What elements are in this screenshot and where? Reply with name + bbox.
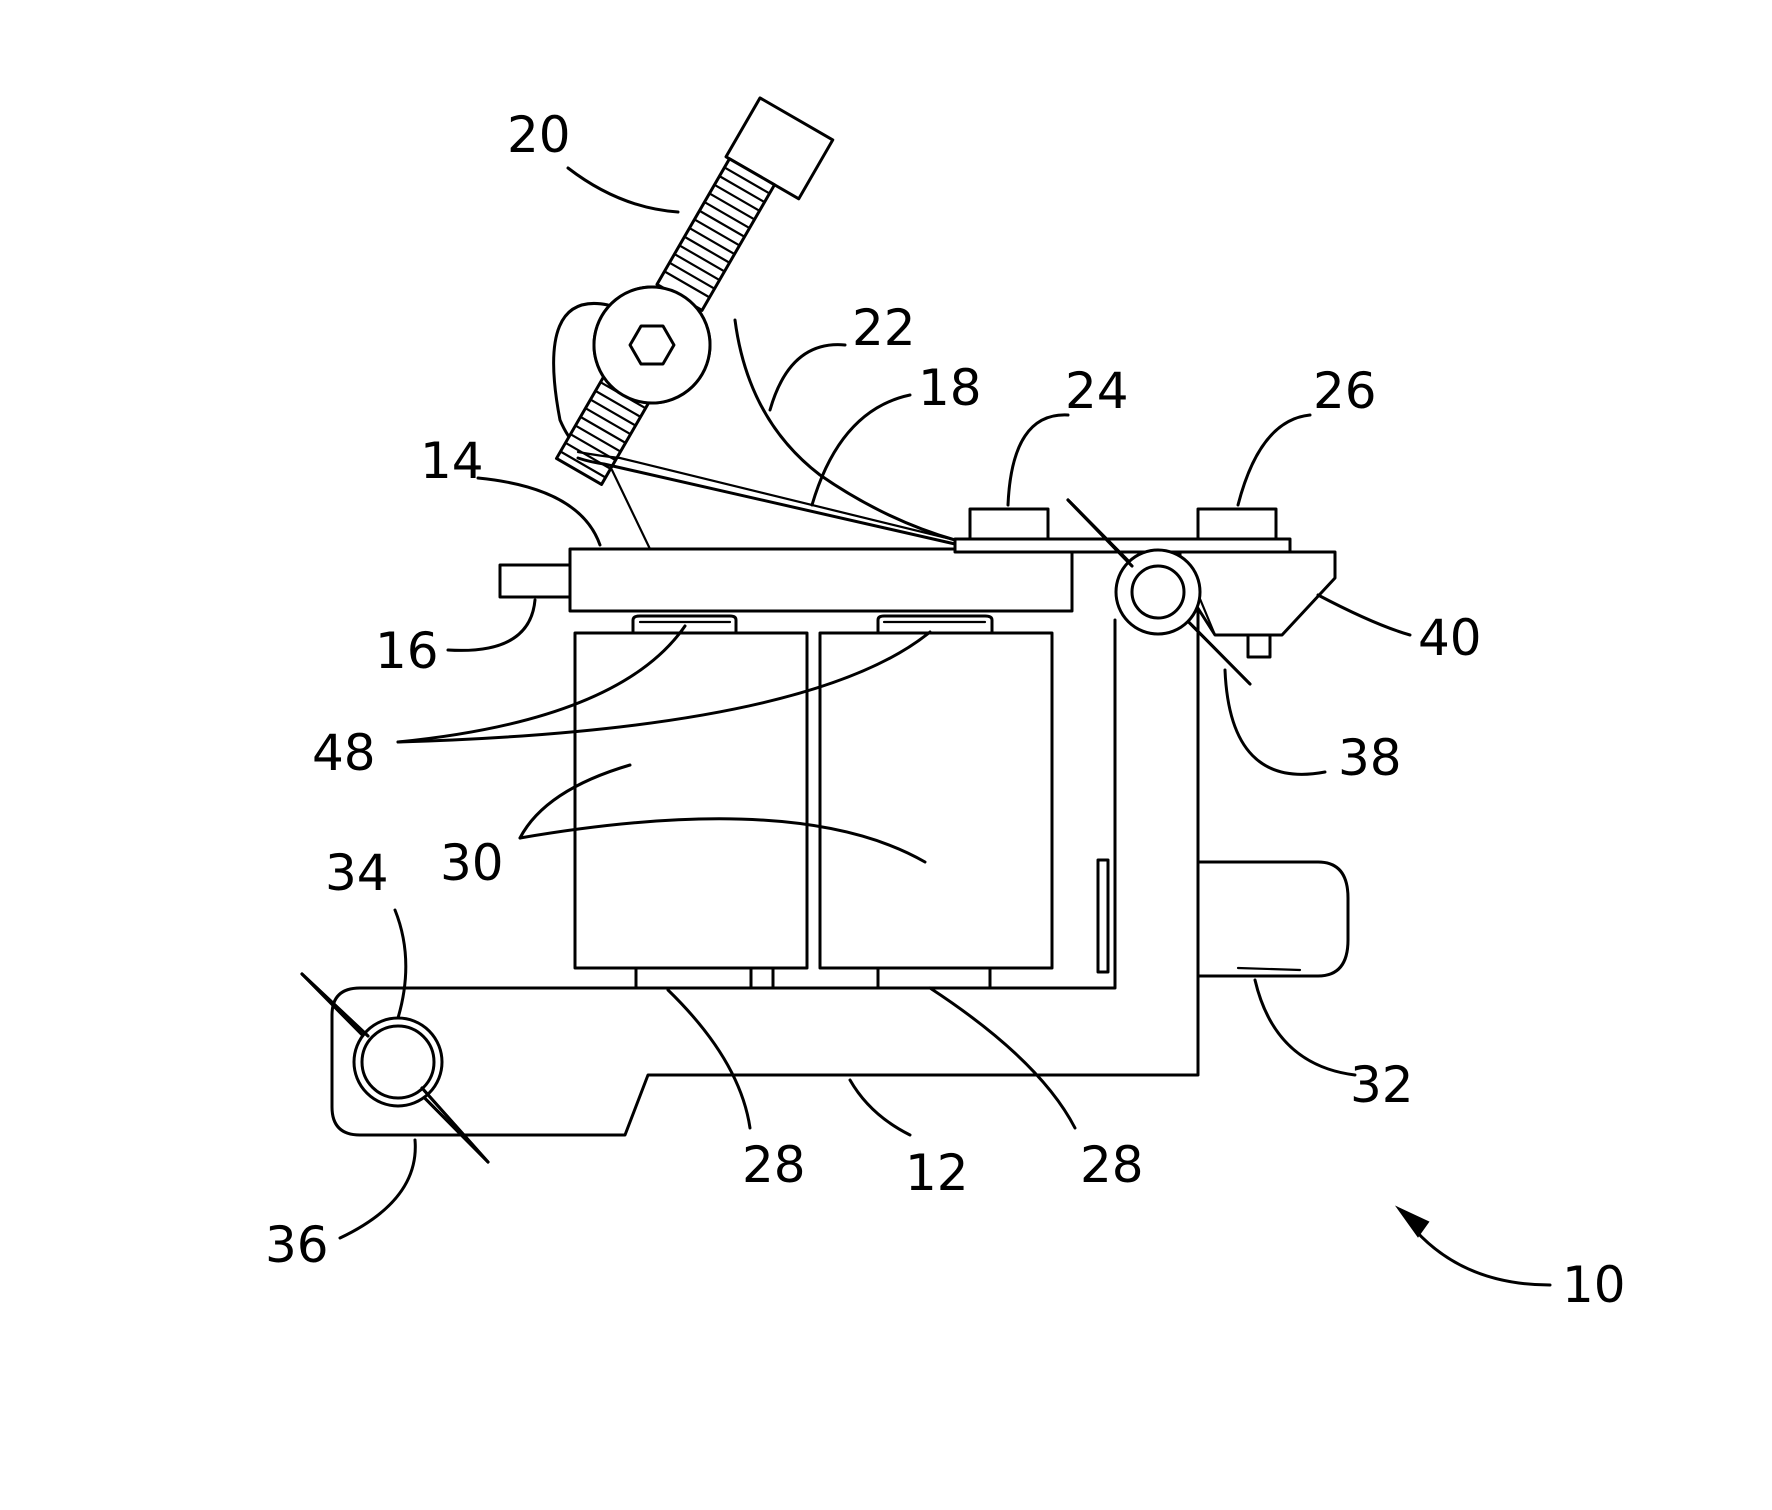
- label-26: 26: [1313, 362, 1377, 420]
- leader-20: [566, 166, 680, 214]
- label-32: 32: [1350, 1056, 1414, 1114]
- insulator-stud: [1246, 633, 1272, 659]
- leader-18: [810, 393, 912, 507]
- label-34: 34: [325, 844, 389, 902]
- frame: [330, 518, 1200, 1137]
- tuning-screw-thread-upper: [655, 157, 777, 312]
- label-18: 18: [918, 359, 982, 417]
- label-48: 48: [312, 724, 376, 782]
- armature-pin: [498, 563, 574, 599]
- leader-28b: [928, 986, 1077, 1130]
- leader-14: [476, 476, 602, 547]
- band-rod-lower-top-fill: [300, 972, 370, 1038]
- tuning-screw: [554, 96, 835, 486]
- label-38: 38: [1338, 729, 1402, 787]
- arrowhead-10: [1394, 1205, 1430, 1238]
- contact-plate: [953, 537, 1292, 554]
- arm-brace: [610, 468, 652, 551]
- binding-post: [1196, 507, 1278, 541]
- front-spring: [576, 456, 957, 546]
- band-rod-upper-top-fill: [1066, 498, 1134, 568]
- tuning-screw-hex: [628, 324, 676, 366]
- core-right: [876, 614, 994, 635]
- front-spring-edge: [576, 450, 957, 542]
- armature-bar: [568, 547, 1074, 613]
- label-12: 12: [905, 1144, 969, 1202]
- label-22: 22: [852, 299, 916, 357]
- leader-36: [338, 1138, 417, 1240]
- insulator: [1178, 550, 1337, 637]
- leader-34: [393, 908, 408, 1020]
- label-36: 36: [265, 1216, 329, 1274]
- label-40: 40: [1418, 609, 1482, 667]
- coil-left: [573, 631, 809, 970]
- leader-28a: [666, 988, 752, 1130]
- leader-10: [1413, 1228, 1552, 1287]
- tube-edge: [1236, 966, 1302, 972]
- label-10: 10: [1562, 1256, 1626, 1314]
- leader-40: [1316, 593, 1412, 637]
- leader-30b: [518, 817, 927, 864]
- band-post-lower: [360, 1024, 436, 1100]
- band-post-upper: [1130, 564, 1186, 620]
- tube: [1196, 860, 1350, 978]
- leader-16: [446, 598, 537, 652]
- label-16: 16: [375, 622, 439, 680]
- leader-32: [1253, 978, 1357, 1077]
- label-14: 14: [420, 432, 484, 490]
- coil-spacer-right: [876, 966, 992, 990]
- bracket-strip: [1096, 858, 1110, 974]
- label-28a: 28: [742, 1136, 806, 1194]
- leader-48a: [396, 624, 687, 744]
- leader-30a: [518, 763, 632, 840]
- band-rod-lower-bottom-fill: [420, 1086, 490, 1164]
- leader-12: [848, 1078, 912, 1137]
- label-20: 20: [507, 106, 571, 164]
- coil-spacer-left-tab: [749, 966, 775, 990]
- coil-right: [818, 631, 1054, 970]
- leader-48b: [396, 630, 932, 744]
- label-24: 24: [1065, 362, 1129, 420]
- leader-26: [1236, 413, 1312, 507]
- label-30: 30: [440, 834, 504, 892]
- core-left: [631, 614, 738, 635]
- contact-screw: [968, 507, 1050, 541]
- leader-22: [768, 343, 847, 412]
- label-28b: 28: [1080, 1136, 1144, 1194]
- leader-24: [1006, 413, 1070, 507]
- coil-spacer-left: [634, 966, 753, 990]
- leader-38: [1223, 668, 1327, 776]
